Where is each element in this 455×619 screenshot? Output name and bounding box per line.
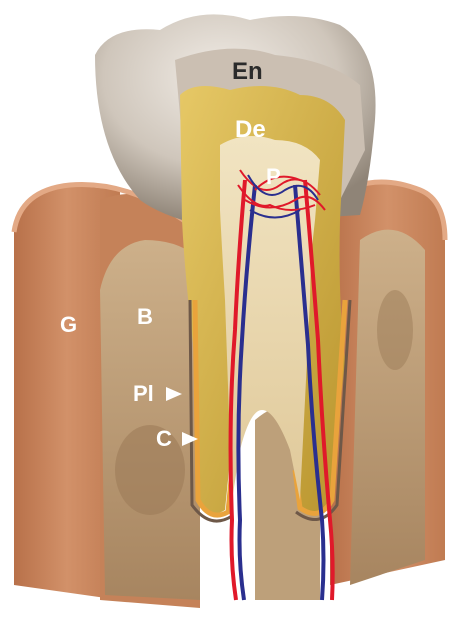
label-periodontal-ligament: Pl <box>133 383 154 405</box>
label-bone: B <box>137 306 153 328</box>
pointer-arrow-icon <box>166 387 182 401</box>
label-pulp: P <box>266 166 281 188</box>
bone-cavity <box>115 425 185 515</box>
pointer-arrow-icon <box>182 432 198 446</box>
label-gingiva: G <box>60 314 77 336</box>
label-cementum: C <box>156 428 172 450</box>
bone-right-section <box>350 230 425 585</box>
bone-cavity <box>377 290 413 370</box>
label-dentin: De <box>235 118 266 142</box>
bone-left-section <box>100 240 200 600</box>
label-enamel: En <box>232 60 263 84</box>
